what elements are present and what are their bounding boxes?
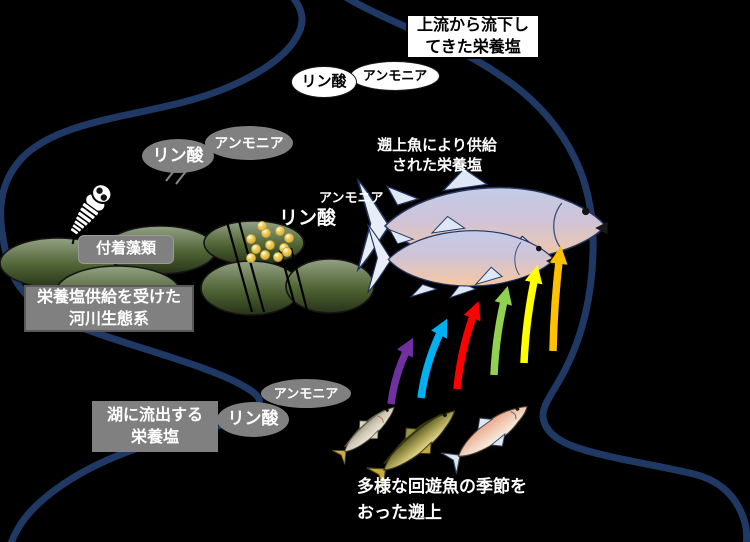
lake-outflow-label: 湖に流出する 栄養塩: [92, 401, 218, 452]
trout-icon: [366, 410, 456, 489]
fish-phosphate-text: リン酸: [279, 208, 337, 229]
bottom-ammonia-bubble: アンモニア: [261, 379, 351, 408]
migration-arrow-purple: [387, 337, 414, 405]
migration-arrow-blue: [417, 318, 448, 399]
pond-smelt-icon: [332, 406, 395, 465]
bottom-phosphate-bubble: リン酸: [217, 402, 289, 437]
fish-eggs: [246, 221, 294, 263]
river-ecosystem-label: 栄養塩供給を受けた 河川生態系: [24, 285, 194, 332]
aquatic-insect-icon: [59, 171, 125, 245]
top-ammonia-bubble: アンモニア: [350, 61, 440, 91]
season-arrows: [387, 245, 568, 405]
migration-arrow-orange: [549, 245, 568, 352]
fish-ammonia-text: アンモニア: [319, 190, 384, 205]
upstream-nutrients-box: 上流から流下し てきた栄養塩: [406, 14, 540, 59]
attached-algae-label: 付着藻類: [78, 235, 174, 264]
river-bank-right-line: [343, 0, 750, 542]
migration-caption-text: 多様な回遊魚の季節を おった遡上: [357, 477, 527, 523]
migration-arrow-red: [453, 301, 481, 390]
plant-stems: [225, 220, 309, 314]
migration-arrow-green: [490, 286, 513, 376]
mid-phosphate-bubble: リン酸: [142, 139, 214, 173]
mid-ammonia-bubble: アンモニア: [205, 126, 293, 160]
top-phosphate-bubble: リン酸: [291, 66, 357, 98]
supplied-nutrients-text: 遡上魚により供給 された栄養塩: [377, 137, 497, 175]
migration-arrow-yellow: [520, 264, 543, 364]
juvenile-salmon-icon: [441, 405, 528, 474]
